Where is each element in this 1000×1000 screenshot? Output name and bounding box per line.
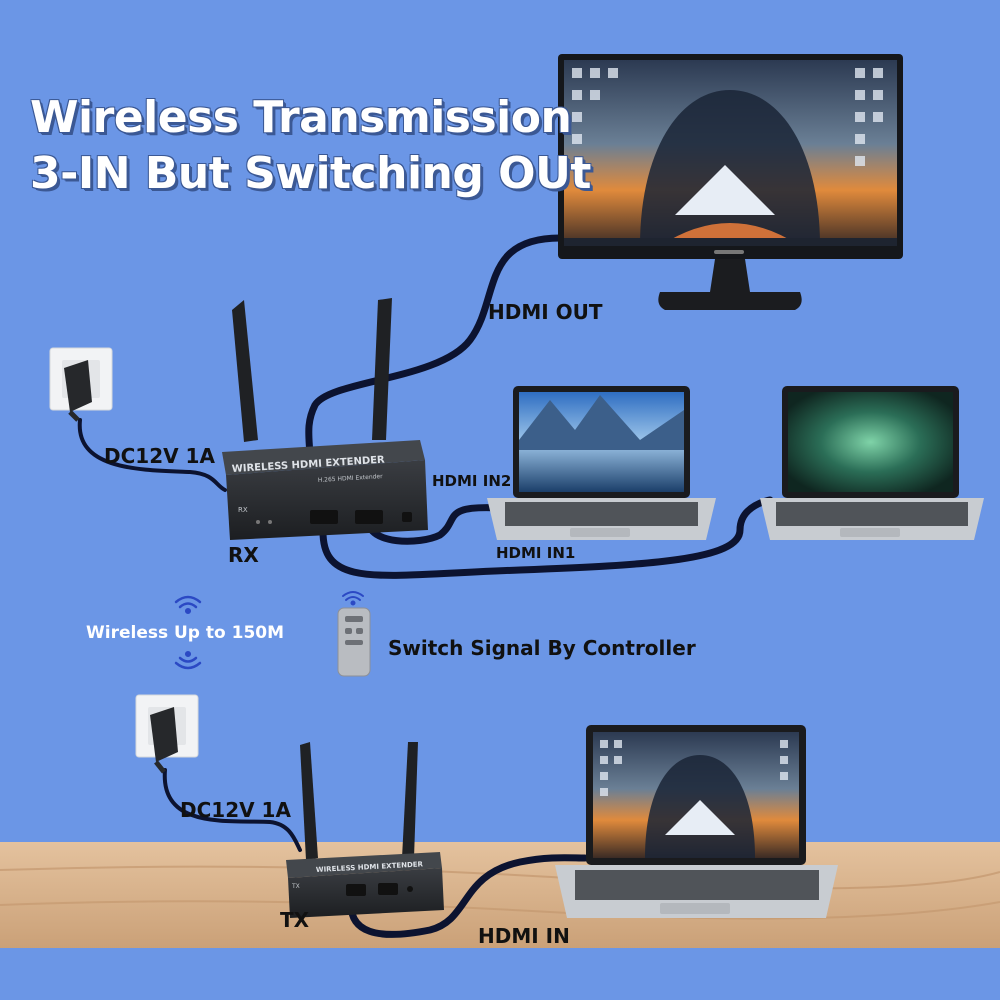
laptop-hdmi-in: [555, 725, 838, 918]
label-hdmi-in: HDMI IN: [478, 924, 570, 948]
rx-device: WIRELESS HDMI EXTENDER H.265 HDMI Extend…: [222, 298, 428, 540]
label-hdmi-out: HDMI OUT: [488, 300, 603, 324]
label-dc-tx: DC12V 1A: [180, 798, 291, 822]
power-adapter-icon: [49, 347, 113, 422]
hdmi-out-cable: [305, 234, 564, 464]
title-line-2: 3-IN But Switching OUt: [30, 148, 591, 199]
label-hdmi-in1: HDMI IN1: [496, 544, 576, 562]
wifi-icon: [174, 650, 202, 670]
laptop-hdmi-in1: [760, 386, 984, 540]
tx-power-cable: [162, 768, 302, 852]
label-hdmi-in2: HDMI IN2: [432, 472, 512, 490]
hdmi-in-cable: [347, 854, 589, 938]
cables: [77, 234, 774, 938]
power-adapter-icon: [135, 694, 199, 774]
tx-plate-text: TX: [291, 883, 300, 890]
laptop-hdmi-in2: [487, 386, 716, 540]
label-switch-signal: Switch Signal By Controller: [388, 636, 696, 660]
tx-device: WIRELESS HDMI EXTENDER TX: [286, 742, 444, 918]
title-line-1: Wireless Transmission: [30, 92, 572, 143]
wifi-icon: [342, 591, 364, 606]
label-dc-rx: DC12V 1A: [104, 444, 215, 468]
rx-power-cable: [77, 418, 227, 492]
label-tx: TX: [280, 908, 310, 932]
wifi-icon: [174, 595, 202, 615]
label-wireless-range: Wireless Up to 150M: [86, 623, 285, 643]
rx-plate-text: RX: [238, 506, 248, 514]
label-rx: RX: [228, 543, 259, 567]
monitor: [558, 54, 903, 310]
rx-sub-text: H.265 HDMI Extender: [318, 473, 384, 484]
hdmi-in1-cable: [319, 496, 774, 579]
remote-control-icon: [337, 607, 371, 677]
hdmi-in2-cable: [364, 504, 504, 545]
table-surface: [0, 842, 1000, 1000]
